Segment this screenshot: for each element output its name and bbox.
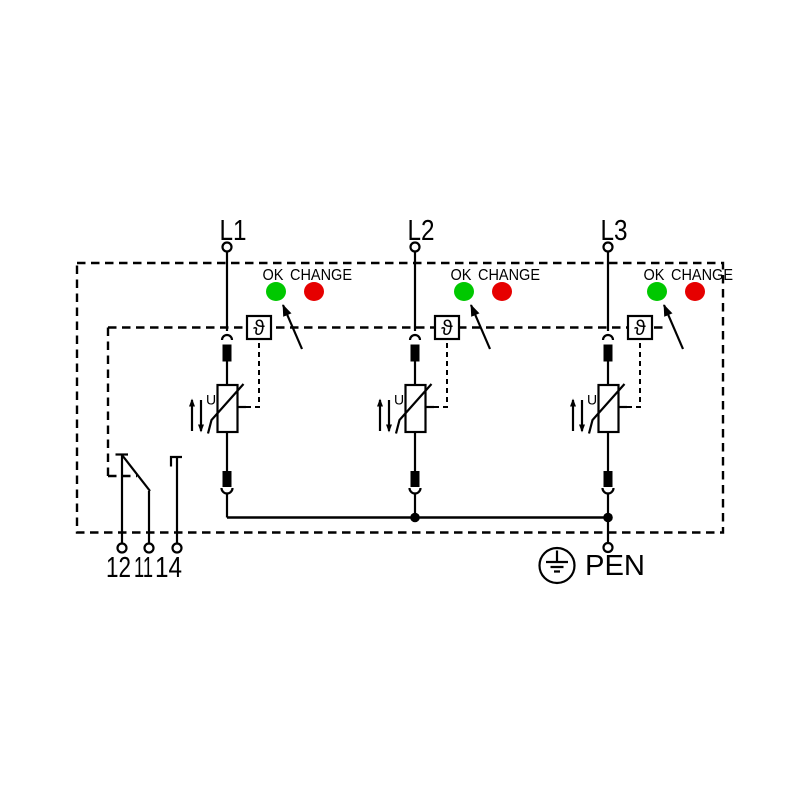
sensor-link-dashed bbox=[627, 339, 641, 408]
indicator-arrow-icon bbox=[662, 304, 685, 350]
change-label: CHANGE bbox=[290, 267, 352, 284]
phase-label: L2 bbox=[408, 215, 435, 247]
terminal-circle bbox=[602, 241, 614, 253]
phase-branch-l3: L3 U ϑ OK CHANGE bbox=[570, 215, 733, 518]
varistor-symbol: U bbox=[570, 383, 627, 434]
terminal-circle bbox=[143, 542, 155, 554]
thermal-sensor-box bbox=[245, 314, 273, 341]
terminal-circle bbox=[171, 542, 183, 554]
sensor-link-dashed bbox=[246, 339, 260, 408]
voltage-label: U bbox=[587, 392, 597, 408]
pen-conductor: PEN bbox=[538, 517, 645, 585]
thermal-disconnect-element bbox=[222, 344, 232, 362]
ok-label: OK bbox=[263, 267, 284, 284]
terminal-label-14: 14 bbox=[155, 552, 182, 584]
change-led bbox=[492, 282, 512, 301]
theta-symbol: ϑ bbox=[441, 317, 453, 340]
plug-contact-arc bbox=[220, 487, 234, 495]
thermal-disconnect-element bbox=[603, 471, 613, 487]
contact-anvil-hook bbox=[169, 455, 182, 467]
phase-label: L3 bbox=[601, 215, 628, 247]
thermal-sensor-box bbox=[433, 314, 461, 341]
ok-led bbox=[266, 282, 286, 301]
varistor-diagonal bbox=[206, 383, 245, 434]
sensor-link-dashed bbox=[434, 339, 448, 408]
ground-bars bbox=[546, 550, 568, 573]
plug-contact-arc bbox=[408, 333, 422, 341]
change-label: CHANGE bbox=[671, 267, 733, 284]
phase-branch-l1: L1 U ϑ OK CHANGE bbox=[189, 215, 352, 518]
indicator-arrow-icon bbox=[469, 304, 492, 350]
equipotential-bus bbox=[227, 512, 613, 523]
theta-symbol: ϑ bbox=[634, 317, 646, 340]
plug-contact-arc bbox=[601, 333, 615, 341]
thermal-sensor: ϑ bbox=[245, 314, 273, 341]
change-led bbox=[304, 282, 324, 301]
plug-contact-arc bbox=[601, 487, 615, 495]
change-led bbox=[685, 282, 705, 301]
voltage-label: U bbox=[394, 392, 404, 408]
ok-label: OK bbox=[644, 267, 665, 284]
voltage-label: U bbox=[206, 392, 216, 408]
thermal-disconnect-element bbox=[222, 471, 232, 487]
ok-led bbox=[647, 282, 667, 301]
terminal-circle bbox=[409, 241, 421, 253]
ok-label: OK bbox=[451, 267, 472, 284]
earth-circle bbox=[538, 546, 576, 585]
plug-contact-arc bbox=[408, 487, 422, 495]
indicator-arrow-icon bbox=[281, 304, 304, 350]
protective-earth-icon bbox=[538, 546, 576, 585]
terminal-label-12: 12 bbox=[106, 552, 131, 584]
thermal-sensor-box bbox=[626, 314, 654, 341]
terminal-circle bbox=[116, 542, 128, 554]
change-label: CHANGE bbox=[478, 267, 540, 284]
terminal-circle bbox=[602, 541, 614, 554]
thermal-sensor: ϑ bbox=[433, 314, 461, 341]
junction-dot bbox=[410, 512, 420, 523]
ok-led bbox=[454, 282, 474, 301]
varistor-symbol: U bbox=[377, 383, 434, 434]
phase-label: L1 bbox=[220, 215, 247, 247]
thermal-disconnect-element bbox=[603, 344, 613, 362]
pen-label: PEN bbox=[585, 550, 645, 582]
theta-symbol: ϑ bbox=[253, 317, 265, 340]
phase-branch-l2: L2 U ϑ OK CHANGE bbox=[377, 215, 540, 518]
contact-blade bbox=[121, 454, 151, 492]
thermal-disconnect-element bbox=[410, 471, 420, 487]
varistor-symbol: U bbox=[189, 383, 246, 434]
enclosure-border-dashed bbox=[75, 261, 725, 534]
terminal-circle bbox=[221, 241, 233, 253]
remote-signalling-contact: 12 11 14 bbox=[106, 453, 183, 584]
thermal-disconnect-element bbox=[410, 344, 420, 362]
varistor-diagonal bbox=[394, 383, 433, 434]
varistor-diagonal bbox=[587, 383, 626, 434]
terminal-label-11: 11 bbox=[134, 552, 153, 584]
thermal-sensor: ϑ bbox=[626, 314, 654, 341]
plug-contact-arc bbox=[220, 333, 234, 341]
